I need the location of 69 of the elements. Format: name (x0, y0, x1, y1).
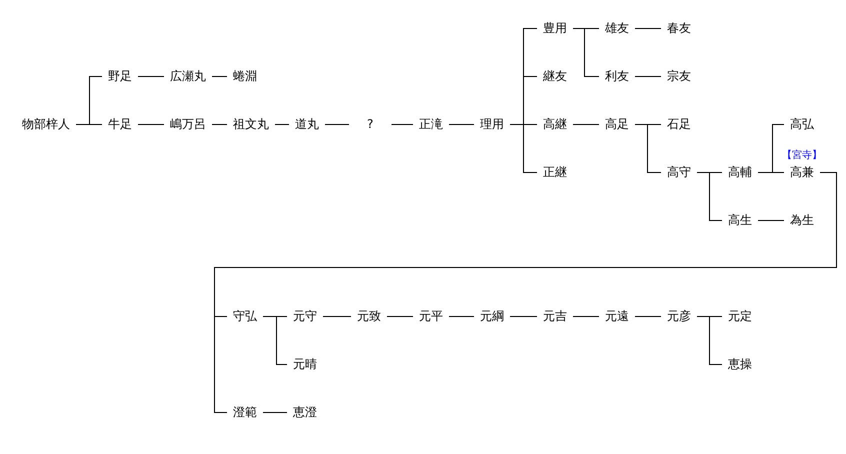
connector-line (274, 124, 290, 125)
person-name: 元吉 (537, 309, 573, 323)
connector-line (386, 316, 414, 317)
person-name: 高生 (722, 213, 758, 227)
person-name: 嶋万呂 (164, 117, 212, 131)
connector-line (262, 316, 288, 365)
person-name: 元致 (351, 309, 387, 323)
connector-line (510, 124, 538, 173)
connector-line (322, 316, 352, 317)
connector-line (448, 316, 474, 317)
connector-line (634, 124, 662, 173)
person-name: 高兼 (784, 165, 820, 179)
person-name: 春友 (661, 21, 697, 35)
connector-line (76, 124, 102, 125)
connector-line (324, 124, 350, 125)
connector-line (696, 172, 722, 221)
person-name: 元彦 (661, 309, 697, 323)
person-name: 継友 (537, 69, 573, 83)
person-name: 高弘 (784, 117, 820, 131)
person-name: 石足 (661, 117, 697, 131)
connector-line (634, 316, 662, 317)
connector-line (572, 124, 600, 125)
connector-line (758, 220, 784, 221)
connector-line (572, 316, 600, 317)
connector-line (634, 28, 662, 29)
person-name: 豊用 (537, 21, 573, 35)
connector-line (212, 76, 228, 77)
connector-line (390, 124, 414, 125)
person-name: 為生 (784, 213, 820, 227)
person-name: 広瀬丸 (164, 69, 212, 83)
connector-line (448, 124, 474, 125)
connector-line (696, 316, 722, 365)
person-name: 元平 (413, 309, 449, 323)
person-name: 元定 (722, 309, 758, 323)
person-name: 恵操 (722, 357, 758, 371)
person-name: 物部梓人 (16, 117, 76, 131)
person-name: 正滝 (413, 117, 449, 131)
connector-line (758, 172, 784, 173)
person-name: 道丸 (289, 117, 325, 131)
person-name: 利友 (599, 69, 635, 83)
connector-line (138, 76, 164, 77)
person-name: 雄友 (599, 21, 635, 35)
person-name: 祖文丸 (227, 117, 275, 131)
person-name: 正継 (537, 165, 573, 179)
person-name: 野足 (102, 69, 138, 83)
person-name: 元晴 (287, 357, 323, 371)
connector-line (212, 124, 228, 125)
person-name: 高継 (537, 117, 573, 131)
person-name: 恵澄 (287, 405, 323, 419)
person-name: 元綱 (474, 309, 510, 323)
connector-line (262, 412, 288, 413)
person-name: 牛足 (102, 117, 138, 131)
person-name: 高足 (599, 117, 635, 131)
person-name: 理用 (474, 117, 510, 131)
person-name: 守弘 (227, 309, 263, 323)
connector-line (634, 76, 662, 77)
annotation-label: 【宮寺】 (782, 150, 822, 162)
person-name: 宗友 (661, 69, 697, 83)
connector-line (138, 124, 164, 125)
person-name: 高輔 (722, 165, 758, 179)
person-name: 元守 (287, 309, 323, 323)
person-name: ? (349, 117, 392, 131)
person-name: 澄範 (227, 405, 263, 419)
connector-line (510, 316, 538, 317)
person-name: 高守 (661, 165, 697, 179)
person-name: 蜷淵 (227, 69, 263, 83)
connector-line (214, 172, 837, 413)
connector-line (572, 28, 600, 77)
person-name: 元遠 (599, 309, 635, 323)
